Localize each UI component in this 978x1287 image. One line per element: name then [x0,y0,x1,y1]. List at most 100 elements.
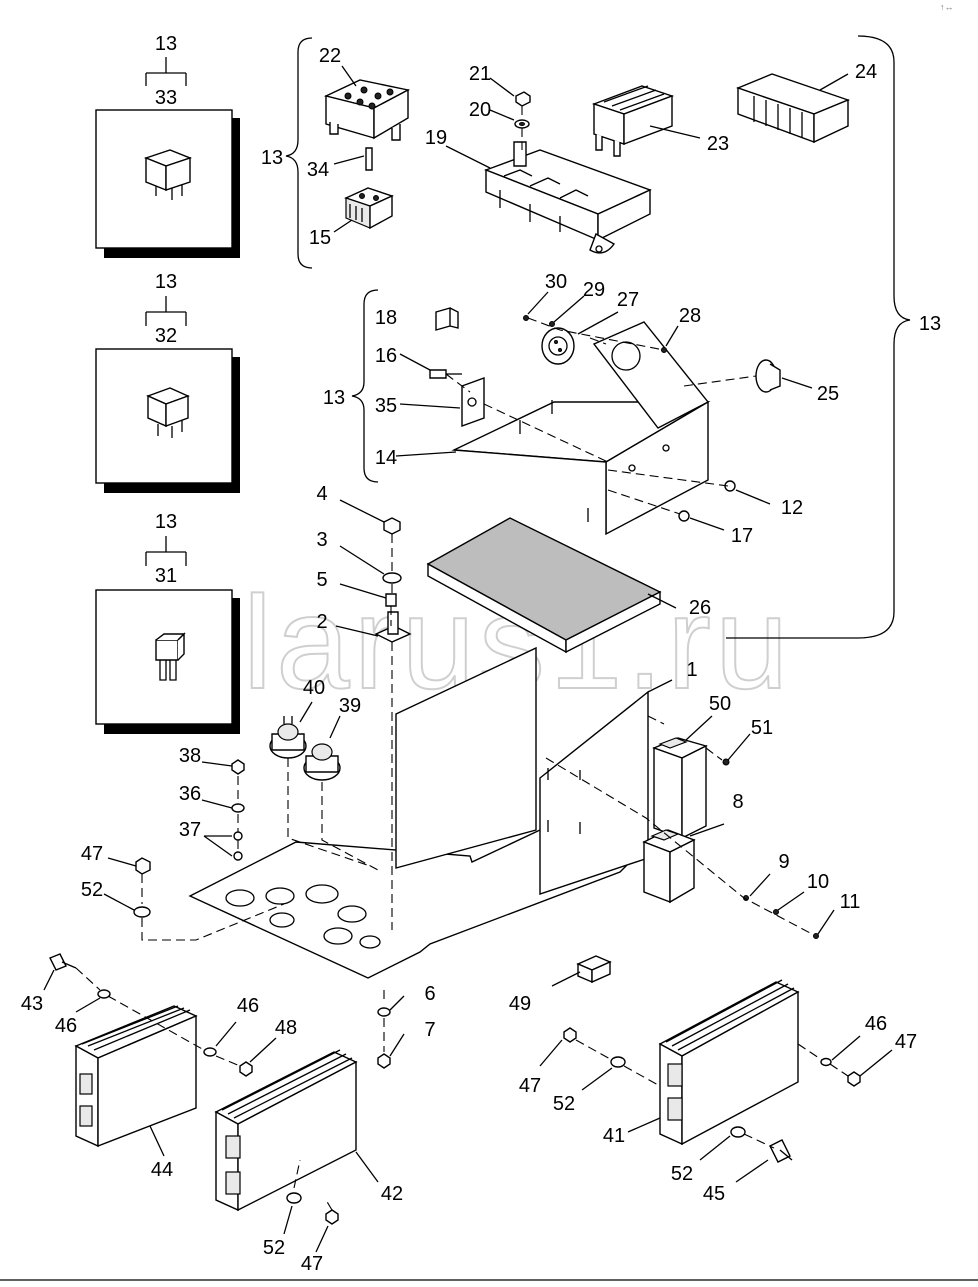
fuse-block-22 [323,79,411,141]
washer-46-b [203,1047,217,1057]
nut-47-d [847,1071,861,1087]
breaker-40 [269,716,307,759]
relay-icon-32 [146,387,190,438]
label-52-c: 52 [553,1093,575,1115]
controller-41 [658,979,800,1146]
label-8: 8 [732,791,743,813]
relay-socket-15 [344,187,394,230]
bracket-35 [461,377,485,427]
connector-49 [576,955,612,984]
terminal-2 [374,611,412,643]
label-47-b: 47 [301,1253,323,1275]
washer-52-b [286,1192,302,1204]
label-12: 12 [781,497,803,519]
nut-4 [383,517,401,535]
label-27: 27 [617,289,639,311]
nut-21 [515,91,531,107]
leader-lines [43,65,893,1253]
bolt-43 [49,953,77,971]
module-50 [652,737,708,840]
breaker-39 [303,743,341,781]
label-31: 31 [155,565,177,587]
label-48: 48 [275,1017,297,1039]
washer-37b [233,851,243,861]
filter-pad-26 [426,517,662,654]
label-39: 39 [339,695,361,717]
washer-20 [514,119,530,129]
washer-46-a [97,989,111,999]
nut-38 [231,759,245,775]
label-35: 35 [375,395,397,417]
nut-47-b [325,1209,339,1225]
label-50: 50 [709,693,731,715]
clip-18 [435,307,459,331]
callout-labels: 13 33 13 32 13 31 22 13 34 15 19 20 21 2… [21,33,941,1275]
label-46-b: 46 [237,995,259,1017]
label-13-brace-middle: 13 [323,387,345,409]
label-30: 30 [545,271,567,293]
connector-27 [541,327,575,365]
label-46-c: 46 [865,1013,887,1035]
washer-29 [549,321,555,327]
label-49: 49 [509,993,531,1015]
nut-17 [678,510,690,522]
fuse-icon-31 [155,632,186,681]
controller-44 [74,1005,198,1148]
module-8 [642,829,696,904]
brace-13-middle [351,289,379,483]
label-13-inset-32: 13 [155,271,177,293]
label-20: 20 [469,99,491,121]
label-52-d: 52 [671,1163,693,1185]
label-10: 10 [807,871,829,893]
label-7: 7 [424,1019,435,1041]
nut-47-c [563,1027,577,1043]
label-41: 41 [603,1125,625,1147]
label-11: 11 [840,891,861,913]
relay-base-24 [736,73,850,144]
label-13-brace-right: 13 [919,313,941,335]
washer-52-left [133,906,151,918]
label-3: 3 [316,529,327,551]
label-15: 15 [309,227,331,249]
label-13-inset-31: 13 [155,511,177,533]
label-46-a: 46 [55,1015,77,1037]
label-22: 22 [319,45,341,67]
nut-7 [377,1053,391,1069]
inset-fuse-31 [95,536,240,734]
label-37: 37 [179,819,201,841]
label-47-d: 47 [895,1031,917,1053]
label-4: 4 [316,483,327,505]
label-34: 34 [307,159,329,181]
label-23: 23 [707,133,729,155]
screw-30 [523,315,529,321]
label-52-b: 52 [263,1237,285,1259]
label-25: 25 [817,383,839,405]
brace-13-right [726,35,911,639]
controller-42 [214,1049,358,1212]
fuse-holder-19 [484,141,652,254]
label-21: 21 [469,63,491,85]
label-9: 9 [778,851,789,873]
bracket-14 [451,321,711,536]
label-1: 1 [686,659,697,681]
label-17: 17 [731,525,753,547]
assembly-lines [75,106,849,1211]
nut-51 [722,758,730,766]
cover-23 [591,85,675,157]
washer-3 [382,572,402,584]
label-19: 19 [425,127,447,149]
label-52-left: 52 [81,879,103,901]
label-45: 45 [703,1183,725,1205]
label-28: 28 [679,305,701,327]
bolt-45 [769,1139,793,1163]
label-47-c: 47 [519,1075,541,1097]
label-29: 29 [583,279,605,301]
washer-52-d [730,1126,746,1138]
washer-6 [377,1007,391,1017]
nut-11 [813,933,819,939]
label-42: 42 [381,1183,403,1205]
label-13-brace-upper: 13 [261,147,283,169]
nut-48 [239,1061,253,1077]
label-40: 40 [303,677,325,699]
